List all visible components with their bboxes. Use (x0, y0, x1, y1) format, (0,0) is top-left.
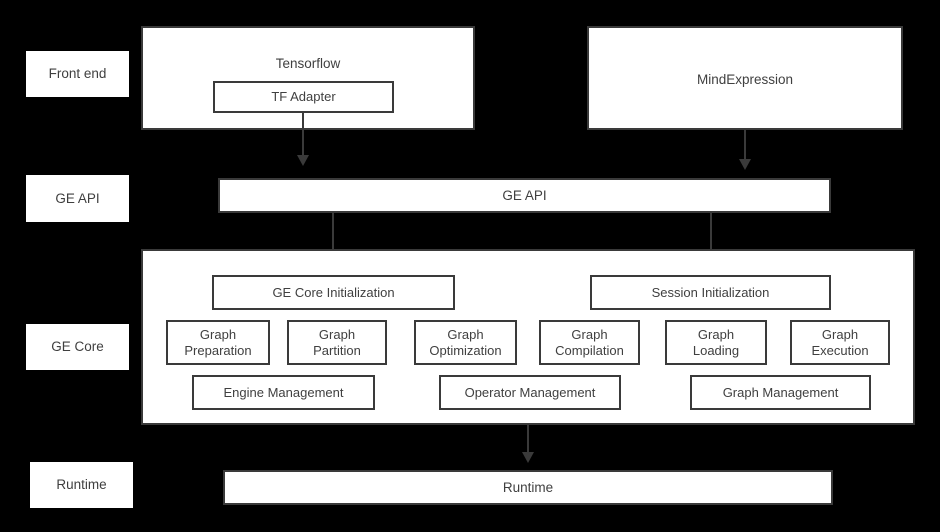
connector-ge-core-to-runtime-line (527, 425, 529, 453)
management-operator[interactable]: Operator Management (439, 375, 621, 410)
management-engine-label: Engine Management (223, 384, 344, 400)
ge-core-initialization-label: GE Core Initialization (272, 284, 395, 300)
connector-ge-core-to-runtime-arrowhead (522, 452, 534, 463)
stage-label-ge-core-text: GE Core (51, 339, 104, 355)
ge-api-bar[interactable]: GE API (218, 178, 831, 213)
management-operator-label: Operator Management (464, 384, 596, 400)
module-graph-loading-label: Graph Loading (692, 327, 740, 358)
connector-tf-adapter-to-ge-api-arrowhead (297, 155, 309, 166)
module-graph-preparation-label: Graph Preparation (184, 327, 252, 358)
module-graph-compilation[interactable]: Graph Compilation (539, 320, 640, 365)
module-graph-optimization[interactable]: Graph Optimization (414, 320, 517, 365)
tensorflow-title: Tensorflow (275, 56, 341, 71)
stage-label-ge-core: GE Core (26, 324, 129, 370)
module-graph-partition[interactable]: Graph Partition (287, 320, 387, 365)
stage-label-front-end: Front end (26, 51, 129, 97)
runtime-bar-label: Runtime (502, 479, 554, 495)
module-graph-optimization-label: Graph Optimization (429, 327, 502, 358)
tf-adapter-box[interactable]: TF Adapter (213, 81, 394, 113)
management-graph[interactable]: Graph Management (690, 375, 871, 410)
module-graph-execution[interactable]: Graph Execution (790, 320, 890, 365)
runtime-bar[interactable]: Runtime (223, 470, 833, 505)
stage-label-ge-api: GE API (26, 175, 129, 222)
session-initialization-box[interactable]: Session Initialization (590, 275, 831, 310)
stage-label-runtime: Runtime (30, 462, 133, 508)
mindexpression-container: MindExpression (587, 26, 903, 130)
stage-label-ge-api-text: GE API (55, 190, 100, 206)
module-graph-compilation-label: Graph Compilation (555, 327, 624, 358)
ge-core-initialization-box[interactable]: GE Core Initialization (212, 275, 455, 310)
connector-mindexpression-to-ge-api-arrowhead (739, 159, 751, 170)
module-graph-preparation[interactable]: Graph Preparation (166, 320, 270, 365)
module-graph-execution-label: Graph Execution (811, 327, 869, 358)
module-graph-partition-label: Graph Partition (313, 327, 361, 358)
tensorflow-container: Tensorflow (141, 26, 475, 130)
mindexpression-title: MindExpression (696, 72, 794, 87)
connector-ge-api-to-ge-core-init-line (332, 213, 334, 256)
connector-tf-adapter-to-ge-api-line (302, 113, 304, 156)
tf-adapter-label: TF Adapter (271, 89, 336, 105)
management-engine[interactable]: Engine Management (192, 375, 375, 410)
connector-mindexpression-to-ge-api-line (744, 130, 746, 160)
session-initialization-label: Session Initialization (651, 284, 770, 300)
stage-label-runtime-text: Runtime (56, 477, 107, 493)
connector-ge-api-to-session-init-line (710, 213, 712, 256)
module-graph-loading[interactable]: Graph Loading (665, 320, 767, 365)
ge-api-bar-label: GE API (502, 187, 547, 203)
management-graph-label: Graph Management (722, 384, 839, 400)
stage-label-front-end-text: Front end (48, 66, 107, 82)
